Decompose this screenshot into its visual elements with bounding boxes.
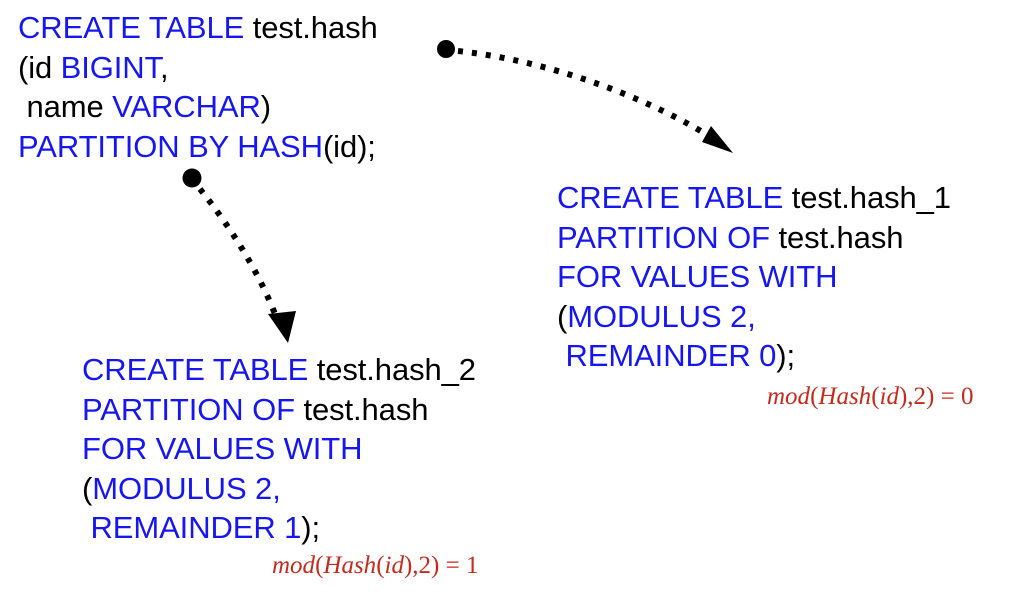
arrow-head xyxy=(268,311,296,343)
sql-literal: (id xyxy=(18,49,61,85)
ddl-line: PARTITION OF test.hash xyxy=(557,218,951,258)
partition-1-formula: mod(Hash(id),2) = 0 xyxy=(767,383,973,411)
formula-part: Hash xyxy=(818,383,872,410)
ddl-line: (id BIGINT, xyxy=(18,48,378,88)
ddl-line: name VARCHAR) xyxy=(18,87,378,127)
sql-literal: ) xyxy=(260,89,271,124)
arrow-root-to-partition-2 xyxy=(182,168,296,343)
sql-keyword: CREATE TABLE xyxy=(82,352,317,387)
sql-keyword: CREATE TABLE xyxy=(18,10,253,45)
sql-literal: test.hash xyxy=(252,10,378,45)
sql-keyword: REMAINDER 0 xyxy=(557,338,777,373)
sql-literal: ( xyxy=(557,298,568,334)
arrow-root-to-partition-1 xyxy=(437,40,733,153)
formula-part: id xyxy=(384,552,404,579)
sql-keyword: MODULUS 2, xyxy=(567,298,756,334)
sql-keyword: CREATE TABLE xyxy=(557,180,792,215)
arrow-dotted-path xyxy=(197,187,281,324)
ddl-line: FOR VALUES WITH xyxy=(557,257,951,297)
sql-literal: ); xyxy=(776,338,796,373)
sql-keyword: MODULUS 2, xyxy=(92,470,281,506)
sql-keyword: FOR VALUES WITH xyxy=(557,259,838,294)
ddl-line: CREATE TABLE test.hash_1 xyxy=(557,178,951,218)
ddl-line: REMAINDER 0); xyxy=(557,336,951,376)
sql-keyword: BIGINT xyxy=(60,49,160,85)
sql-keyword: PARTITION BY HASH xyxy=(18,128,323,164)
sql-literal: test.hash_1 xyxy=(791,180,951,215)
sql-literal: test.hash xyxy=(303,391,429,427)
ddl-line: (MODULUS 2, xyxy=(82,469,476,509)
sql-literal: name xyxy=(18,89,113,124)
arrow-head xyxy=(702,126,733,153)
partition-2-formula: mod(Hash(id),2) = 1 xyxy=(272,552,478,580)
formula-part: Hash xyxy=(323,552,377,579)
sql-keyword: PARTITION OF xyxy=(82,391,304,427)
ddl-line: PARTITION BY HASH(id); xyxy=(18,127,378,167)
ddl-line: (MODULUS 2, xyxy=(557,297,951,337)
ddl-line: FOR VALUES WITH xyxy=(82,429,476,469)
ddl-line: CREATE TABLE test.hash xyxy=(18,8,378,48)
sql-literal: , xyxy=(159,49,169,85)
ddl-line: REMAINDER 1); xyxy=(82,508,476,548)
sql-literal: (id); xyxy=(322,128,376,164)
formula-part: id xyxy=(879,383,899,410)
formula-part: ( xyxy=(871,383,880,410)
sql-literal: ( xyxy=(82,470,93,506)
formula-part: mod xyxy=(272,552,316,579)
arrow-dotted-path xyxy=(457,48,719,144)
formula-part: ),2) = 1 xyxy=(403,552,479,579)
sql-keyword: VARCHAR xyxy=(112,89,261,124)
sql-keyword: PARTITION OF xyxy=(557,219,779,255)
sql-keyword: REMAINDER 1 xyxy=(82,510,302,545)
formula-part: ( xyxy=(315,552,324,579)
arrow-start-dot xyxy=(182,168,202,188)
ddl-line: CREATE TABLE test.hash_2 xyxy=(82,350,476,390)
ddl-line: PARTITION OF test.hash xyxy=(82,390,476,430)
sql-literal: test.hash xyxy=(778,219,904,255)
formula-part: ( xyxy=(810,383,819,410)
sql-literal: ); xyxy=(301,510,321,545)
formula-part: mod xyxy=(767,383,811,410)
formula-part: ),2) = 0 xyxy=(898,383,974,410)
parent-table-ddl: CREATE TABLE test.hash(id BIGINT, name V… xyxy=(18,8,378,166)
formula-part: ( xyxy=(376,552,385,579)
sql-keyword: FOR VALUES WITH xyxy=(82,431,363,466)
arrow-start-dot xyxy=(437,40,455,58)
sql-literal: test.hash_2 xyxy=(316,352,476,387)
